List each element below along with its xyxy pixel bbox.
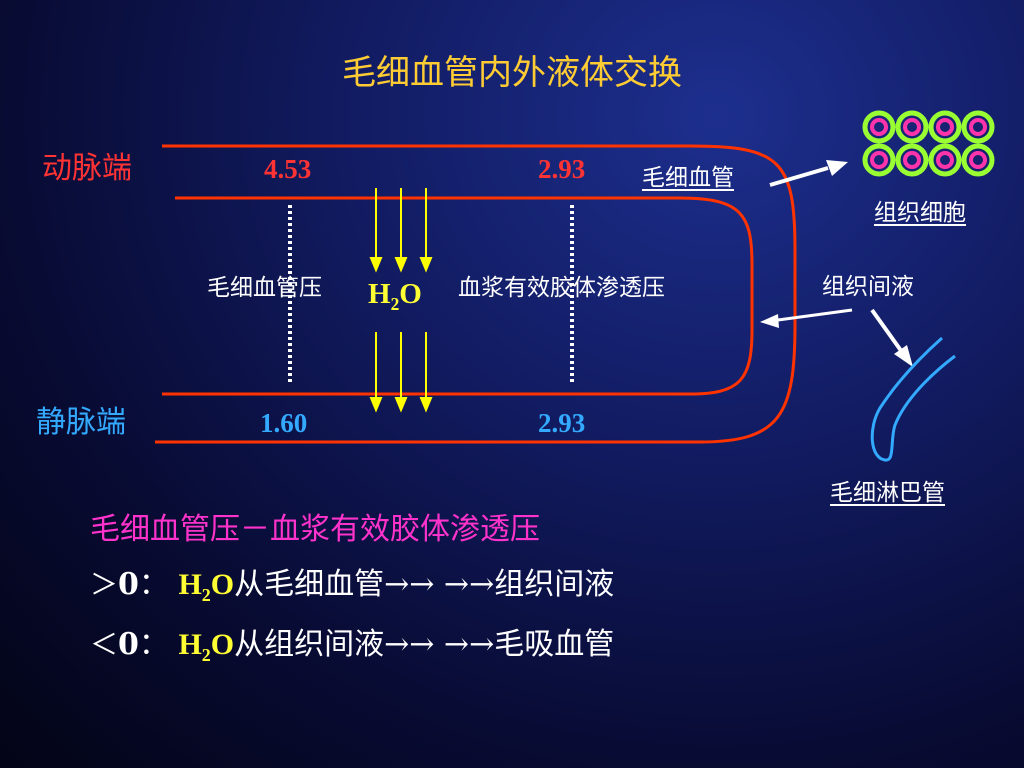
capillary-to-cells-arrow: [769, 160, 848, 187]
rule-colon: ：: [138, 567, 169, 602]
water-molecule-label: H2O: [368, 278, 422, 314]
venous-capillary-pressure-value: 1.60: [260, 408, 308, 438]
rule-colon: ：: [138, 627, 169, 662]
water-flow-arrows-top: [369, 188, 433, 273]
rule-water-label: H2O: [178, 568, 235, 605]
less-than-symbol: ＜: [90, 628, 119, 661]
arterial-end-label: 动脉端: [42, 151, 132, 186]
capillary-outer-wall: [155, 144, 797, 444]
greater-than-symbol: ＞: [90, 568, 119, 601]
arterial-oncotic-pressure-value: 2.93: [538, 154, 586, 184]
capillary-pressure-label: 毛细血管压: [207, 275, 322, 301]
tissue-cell: [895, 110, 929, 144]
rule-flow-text: 从组织间液→→ →→毛吸血管: [234, 627, 615, 662]
page-title: 毛细血管内外液体交换: [342, 53, 682, 93]
tissue-cell-cluster: [862, 110, 995, 177]
interstitial-to-lymph-arrow: [870, 308, 913, 367]
rule-zero-value: 0: [118, 627, 139, 662]
tissue-cell: [928, 143, 962, 177]
capillary-legend-label: 毛细血管: [642, 165, 734, 191]
water-flow-arrows-bottom: [369, 332, 433, 413]
interstitial-fluid-label: 组织间液: [822, 274, 914, 300]
tissue-cell: [961, 143, 995, 177]
tissue-cell: [928, 110, 962, 144]
lymph-capillary: [870, 336, 956, 462]
rule-less-than-zero: ＜0： H2O从组织间液→→ →→毛吸血管: [90, 627, 615, 665]
rule-greater-than-zero: ＞0： H2O从毛细血管→→ →→组织间液: [90, 567, 615, 605]
venous-oncotic-pressure-value: 2.93: [538, 408, 586, 438]
rule-flow-text: 从毛细血管→→ →→组织间液: [234, 567, 615, 602]
arterial-capillary-pressure-value: 4.53: [264, 154, 312, 184]
venous-end-label: 静脉端: [36, 405, 126, 440]
tissue-cell: [895, 143, 929, 177]
interstitial-to-capillary-arrow: [760, 308, 853, 328]
oncotic-pressure-label: 血浆有效胶体渗透压: [458, 275, 665, 301]
lymph-capillary-legend-label: 毛细淋巴管: [830, 480, 945, 506]
tissue-cell: [862, 143, 896, 177]
tissue-cell: [961, 110, 995, 144]
tissue-cell-legend-label: 组织细胞: [874, 200, 966, 226]
pressure-difference-formula: 毛细血管压－血浆有效胶体渗透压: [90, 512, 540, 547]
tissue-cell: [862, 110, 896, 144]
rule-water-label: H2O: [178, 628, 235, 665]
capillary-inner-wall: [162, 196, 754, 396]
rule-zero-value: 0: [118, 567, 139, 602]
